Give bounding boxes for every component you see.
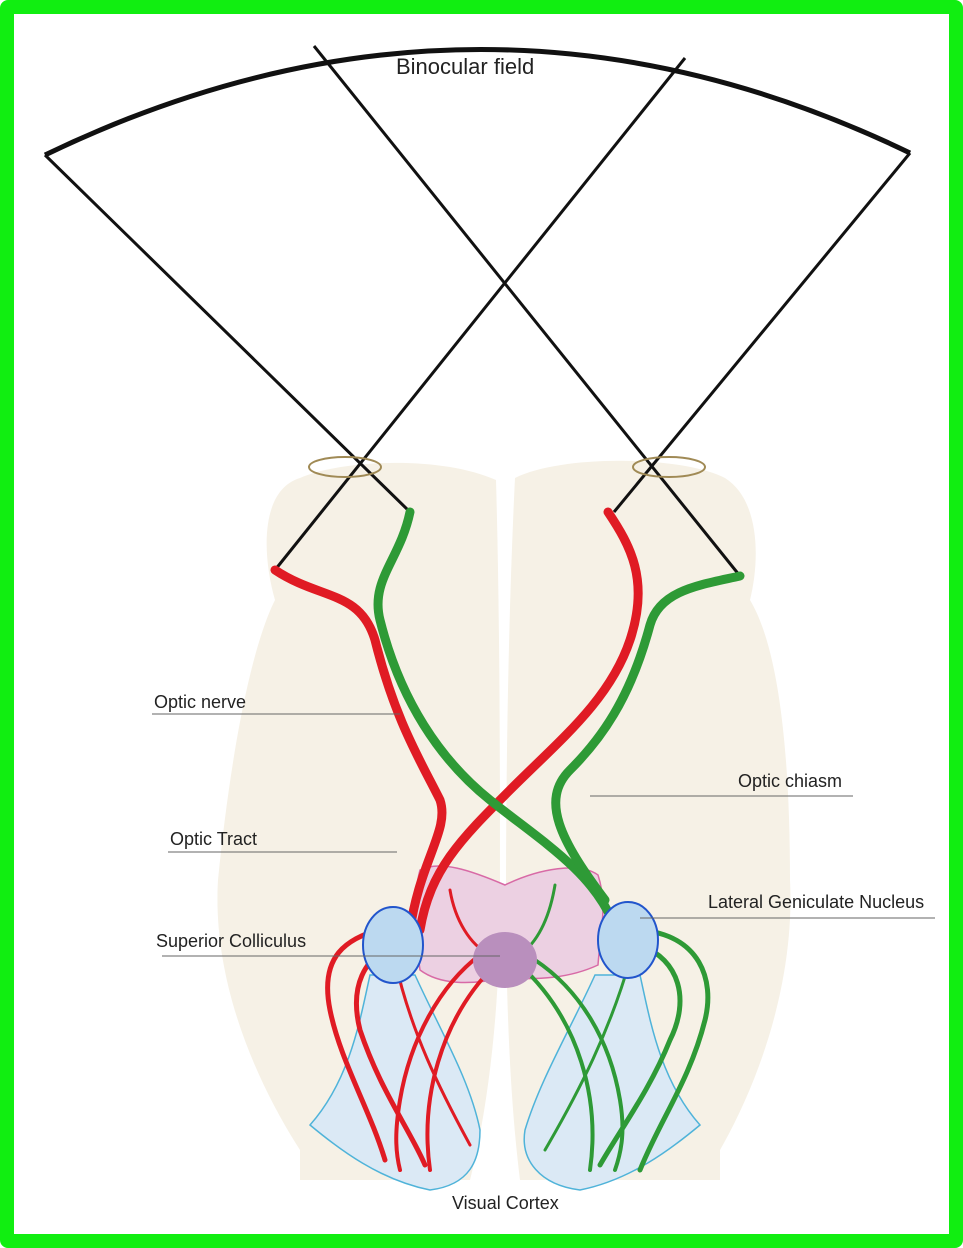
- lateral-geniculate-nucleus-label: Lateral Geniculate Nucleus: [708, 892, 924, 912]
- left-lateral-geniculate-nucleus: [363, 907, 423, 983]
- binocular-field-label: Binocular field: [396, 54, 534, 79]
- visual-cortex-label: Visual Cortex: [452, 1193, 559, 1213]
- right-lateral-geniculate-nucleus: [598, 902, 658, 978]
- left-eye-outer-line: [45, 155, 410, 512]
- superior-colliculus-label: Superior Colliculus: [156, 931, 306, 951]
- optic-nerve-label: Optic nerve: [154, 692, 246, 712]
- superior-colliculus-nucleus: [473, 932, 537, 988]
- brain-outline: [217, 461, 790, 1180]
- optic-chiasm-label: Optic chiasm: [738, 771, 842, 791]
- optic-tract-label: Optic Tract: [170, 829, 257, 849]
